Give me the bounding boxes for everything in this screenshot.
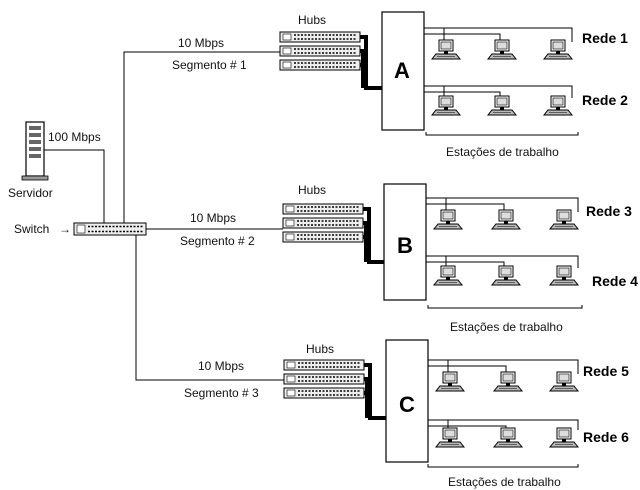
switch-label: Switch [14, 222, 49, 236]
rede-6-workstation [549, 427, 579, 448]
rede-3-label: Rede 3 [586, 203, 632, 219]
server-icon [21, 121, 49, 181]
segment-3: 10 Mbps Segmento # 3 Hubs C Rede 5 Rede … [184, 339, 629, 489]
rede-2-workstation [431, 95, 461, 116]
segment-3-box-label: C [399, 392, 415, 417]
segment-3-hub-stack [283, 359, 365, 399]
rede-6-workstation [493, 427, 523, 448]
segment-3-link [135, 235, 284, 381]
segment-2-hub-stack [282, 203, 364, 243]
rede-3-workstation [491, 209, 521, 230]
rede-1-workstation [487, 39, 517, 60]
segment-3-hubs-label: Hubs [306, 342, 334, 356]
rede-2-workstation [543, 95, 573, 116]
switch-icon [73, 222, 147, 236]
rede-5-workstation [493, 371, 523, 392]
segment-2-box-label: B [397, 233, 413, 258]
segment-1-speed: 10 Mbps [178, 36, 224, 50]
rede-5-label: Rede 5 [583, 363, 629, 379]
segment-2-hubs-label: Hubs [298, 183, 326, 197]
rede-4-workstation [491, 265, 521, 286]
segment-1-link [123, 51, 280, 223]
segment-1-box-label: A [394, 58, 410, 83]
rede-1-workstation [543, 39, 573, 60]
rede-6-workstation [435, 427, 465, 448]
segment-3-speed: 10 Mbps [198, 359, 244, 373]
segment-2: 10 Mbps Segmento # 2 Hubs B Rede 3 Rede … [180, 183, 638, 334]
rede-2-label: Rede 2 [582, 92, 628, 108]
rede-3-workstation [433, 209, 463, 230]
server-switch-link [44, 149, 105, 223]
segment-1-name: Segmento # 1 [172, 58, 247, 72]
server-link-speed: 100 Mbps [48, 130, 101, 144]
rede-6-label: Rede 6 [583, 429, 629, 445]
segment-1: 10 Mbps Segmento # 1 Hubs A Rede 1 Rede … [172, 11, 628, 159]
segment-3-bridge-box [385, 339, 429, 463]
segment-2-name: Segmento # 2 [180, 234, 255, 248]
segment-2-speed: 10 Mbps [190, 211, 236, 225]
rede-2-workstation [487, 95, 517, 116]
segment-1-hubs-label: Hubs [298, 13, 326, 27]
rede-4-workstation [549, 265, 579, 286]
segment-1-hub-stack [279, 31, 361, 71]
rede-5-workstation [549, 371, 579, 392]
rede-3-workstation [549, 209, 579, 230]
rede-1-workstation [431, 39, 461, 60]
rede-4-label: Rede 4 [592, 273, 638, 289]
segment-3-workstations-label: Estações de trabalho [448, 475, 561, 489]
switch-arrow-icon: → [59, 222, 71, 236]
segment-1-bridge-box [381, 11, 425, 131]
rede-1-label: Rede 1 [582, 30, 628, 46]
rede-4-workstation [433, 265, 463, 286]
server-label: Servidor [8, 186, 53, 200]
rede-5-workstation [435, 371, 465, 392]
segment-3-name: Segmento # 3 [184, 386, 259, 400]
segment-1-workstations-label: Estações de trabalho [446, 145, 559, 159]
segment-2-bridge-box [383, 183, 427, 301]
segment-2-workstations-label: Estações de trabalho [450, 320, 563, 334]
